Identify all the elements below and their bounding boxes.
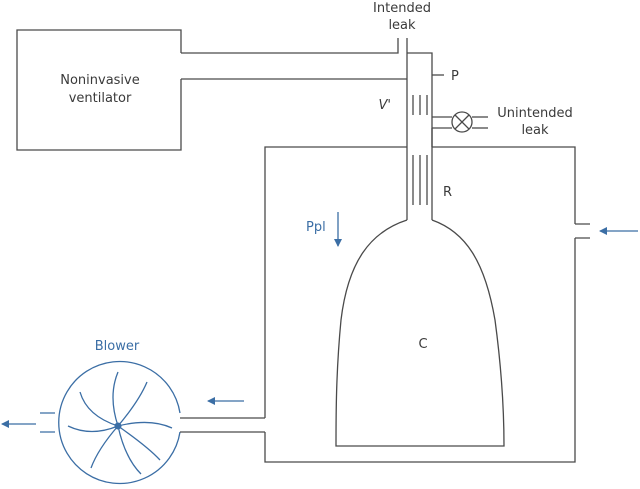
resistance-element [412, 155, 428, 205]
hose-top-wall [181, 38, 399, 54]
ventilator-label-line1: Noninvasive [60, 73, 140, 88]
lung-outline [335, 219, 505, 447]
fan-icon [40, 360, 181, 485]
intended-leak-label-line1: Intended [373, 1, 431, 16]
ventilator-box [16, 29, 182, 151]
blower-label: Blower [95, 339, 140, 354]
pressure-label: P [451, 69, 459, 84]
flow-sensor [412, 95, 428, 115]
unintended-leak-label-line1: Unintended [497, 106, 572, 121]
resistance-label: R [443, 185, 452, 200]
intended-leak-label-line2: leak [388, 18, 416, 33]
ventilator-label-line2: ventilator [69, 91, 132, 106]
flow-label: V' [379, 98, 391, 113]
chamber-inlet-port [575, 223, 590, 239]
compliance-label: C [418, 337, 427, 352]
chamber-outline [264, 146, 576, 463]
hose-right-wall [407, 52, 433, 147]
unintended-leak-label-line2: leak [521, 123, 549, 138]
valve-cross-icon [451, 111, 473, 133]
pleural-pressure-label: Ppl [306, 220, 326, 235]
